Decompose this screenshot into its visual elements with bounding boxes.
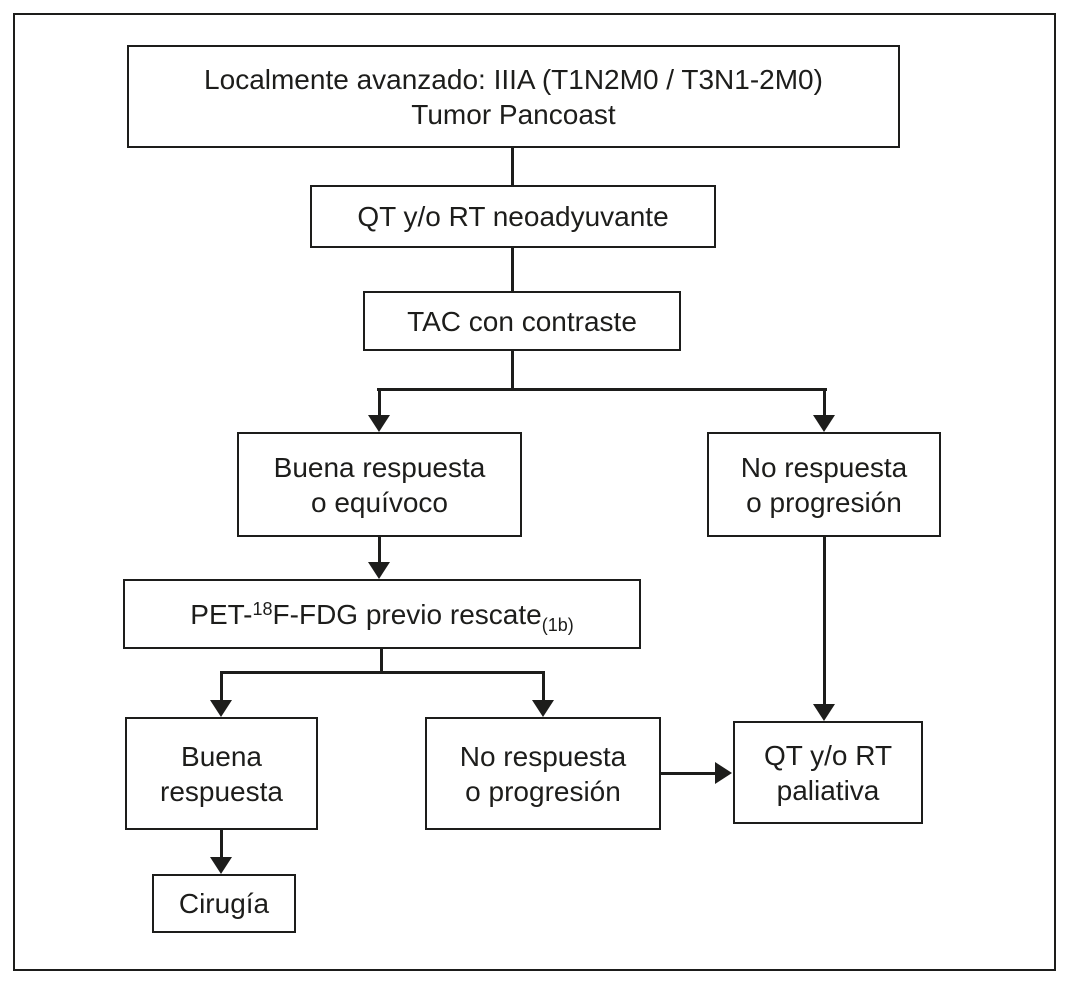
pet-isotope-superscript: 18 — [252, 598, 273, 619]
pet-reference-subscript: (1b) — [541, 614, 574, 635]
connector-ct-stem — [511, 349, 514, 391]
node-palliative-treatment: QT y/o RT paliativa — [733, 721, 923, 824]
connector-pet-branch-bar — [220, 671, 545, 674]
node-surgery-label: Cirugía — [178, 888, 270, 919]
node-no-response-upper-line2: o progresión — [746, 486, 902, 518]
node-good-response-or-equivocal: Buena respuesta o equívoco — [237, 432, 522, 537]
node-stage-line1: Localmente avanzado: IIIA (T1N2M0 / T3N1… — [204, 63, 823, 95]
connector-ct-branch-bar — [377, 388, 827, 391]
connector-pet-to-no-response — [542, 671, 545, 702]
node-no-response-or-progression-upper: No respuesta o progresión — [707, 432, 941, 537]
node-pet-scan: PET-18F-FDG previo rescate(1b) — [123, 579, 641, 649]
connector-pet-stem — [380, 648, 383, 674]
arrowhead-good-response-to-pet — [368, 562, 390, 579]
node-no-response-lower-line1: No respuesta — [459, 740, 627, 772]
node-no-response-lower-line2: o progresión — [465, 775, 621, 807]
pet-body: F-FDG previo rescate — [272, 598, 542, 630]
arrowhead-no-response-upper-to-palliative — [813, 704, 835, 721]
pet-prefix: PET- — [190, 598, 253, 630]
connector-ct-to-good-response — [378, 388, 381, 417]
connector-good-response-to-pet — [378, 536, 381, 564]
arrowhead-pet-to-good-response — [210, 700, 232, 717]
node-good-response-line2: respuesta — [160, 775, 283, 807]
node-neoadjuvant-label: QT y/o RT neoadyuvante — [357, 201, 669, 232]
node-ct-scan: TAC con contraste — [363, 291, 681, 351]
node-good-response-or-equivocal-line2: o equívoco — [311, 486, 448, 518]
node-stage: Localmente avanzado: IIIA (T1N2M0 / T3N1… — [127, 45, 900, 148]
arrowhead-no-response-lower-to-palliative — [715, 762, 732, 784]
connector-no-response-lower-to-palliative — [659, 772, 716, 775]
node-good-response-or-equivocal-line1: Buena respuesta — [273, 451, 486, 483]
node-ct-scan-label: TAC con contraste — [407, 305, 637, 337]
connector-neoadjuvant-to-ct — [511, 246, 514, 293]
diagram-border — [13, 13, 1056, 971]
node-no-response-or-progression-lower: No respuesta o progresión — [425, 717, 661, 830]
node-palliative-line2: paliativa — [776, 774, 880, 806]
node-pet-scan-label: PET-18F-FDG previo rescate(1b) — [190, 597, 574, 635]
connector-ct-to-no-response — [823, 388, 826, 417]
connector-stage-to-neoadjuvant — [511, 147, 514, 187]
connector-no-response-upper-to-palliative — [823, 536, 826, 706]
node-stage-line2: Tumor Pancoast — [411, 98, 616, 130]
node-palliative-line1: QT y/o RT — [763, 739, 893, 771]
node-neoadjuvant-treatment: QT y/o RT neoadyuvante — [310, 185, 716, 248]
connector-pet-to-good-response — [220, 671, 223, 702]
connector-good-response-to-surgery — [220, 829, 223, 859]
node-good-response-line1: Buena — [181, 740, 262, 772]
arrowhead-good-response-to-surgery — [210, 857, 232, 874]
node-no-response-upper-line1: No respuesta — [740, 451, 908, 483]
node-good-response: Buena respuesta — [125, 717, 318, 830]
arrowhead-pet-to-no-response — [532, 700, 554, 717]
arrowhead-ct-to-good-response — [368, 415, 390, 432]
arrowhead-ct-to-no-response — [813, 415, 835, 432]
node-surgery: Cirugía — [152, 874, 296, 933]
